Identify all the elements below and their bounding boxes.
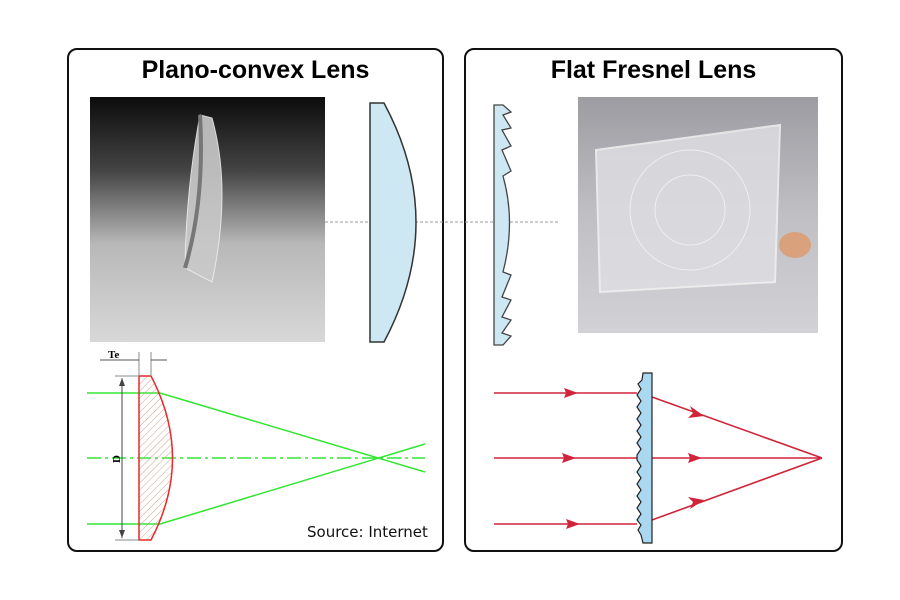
source-caption: Source: Internet [307, 523, 428, 541]
plano-convex-profile [369, 102, 417, 343]
fresnel-sheet-in-photo [594, 123, 811, 294]
lens-section [138, 375, 174, 541]
plano-convex-title: Plano-convex Lens [141, 56, 370, 84]
fresnel-title: Flat Fresnel Lens [550, 56, 757, 84]
green-ray-top [159, 392, 426, 473]
fresnel-profile [493, 104, 513, 346]
te-label: Te [108, 349, 119, 361]
fresnel-diagram [494, 388, 823, 529]
glass-lens-in-photo [183, 114, 223, 283]
d-label: D [111, 455, 123, 463]
plano-convex-diagram: Te D [87, 349, 426, 541]
fresnel-lens-section [636, 372, 653, 544]
green-ray-bottom [159, 443, 426, 525]
hand-in-photo [779, 232, 811, 258]
